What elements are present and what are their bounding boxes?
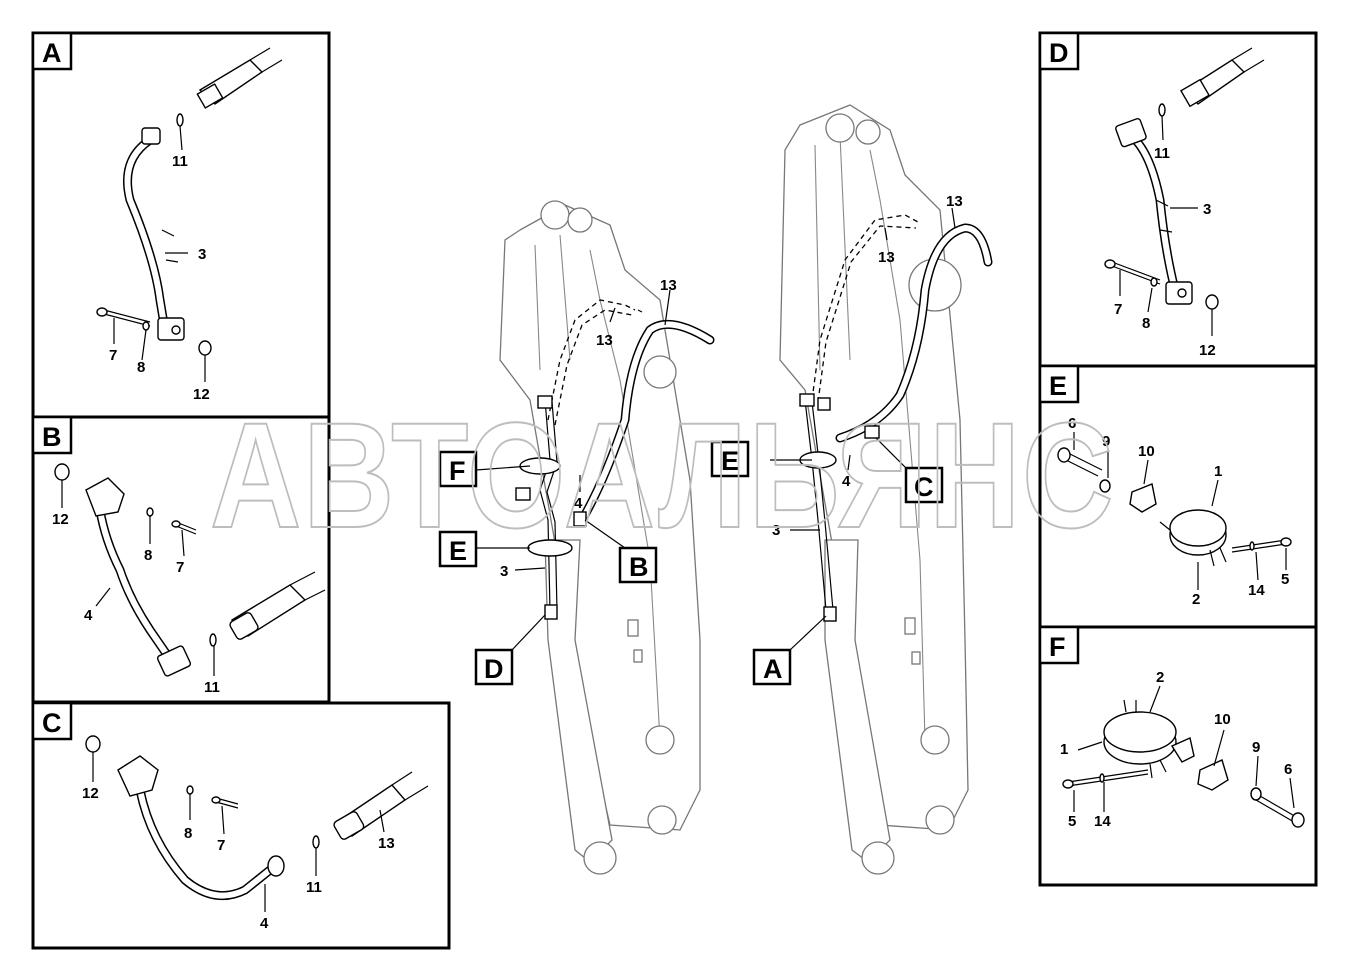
detail-f-tag: F — [1049, 632, 1066, 662]
callout-a-label: A — [763, 654, 783, 684]
part-11-label: 11 — [204, 679, 220, 696]
part-12-label: 12 — [1199, 342, 1216, 359]
part-10-label: 10 — [1138, 443, 1155, 460]
callout-e-label: E — [721, 446, 739, 476]
boom-left-callouts: F E B D 13 13 4 3 — [438, 277, 677, 686]
detail-e-tag: E — [1049, 371, 1067, 401]
part-6-label: 6 — [1284, 761, 1292, 778]
part-13-label: 13 — [878, 249, 895, 266]
part-7-label: 7 — [217, 837, 225, 854]
part-4-label: 4 — [574, 495, 583, 512]
part-12-label: 12 — [82, 785, 99, 802]
detail-d-panel: D 11 3 7 8 12 — [1038, 31, 1318, 368]
part-9-label: 9 — [1252, 739, 1260, 756]
part-2-label: 2 — [1192, 591, 1200, 608]
part-7-label: 7 — [109, 347, 117, 364]
part-11-label: 11 — [1154, 145, 1170, 162]
detail-a-panel: A 11 3 7 8 12 — [31, 31, 331, 419]
boom-leaders — [475, 207, 956, 651]
callout-e-label: E — [449, 536, 467, 566]
part-6-label: 6 — [1068, 415, 1076, 432]
part-7-label: 7 — [176, 559, 184, 576]
boom-right-illustration — [779, 104, 993, 875]
part-3-label: 3 — [772, 522, 780, 539]
detail-c-panel: C 12 8 7 11 13 4 — [31, 701, 451, 950]
part-8-label: 8 — [137, 359, 145, 376]
boom-left-illustration — [499, 200, 715, 875]
part-4-label: 4 — [84, 607, 93, 624]
part-3-label: 3 — [1203, 201, 1211, 218]
callout-c-label: C — [914, 472, 934, 502]
part-8-label: 8 — [1142, 315, 1150, 332]
part-12-label: 12 — [52, 511, 69, 528]
part-14-label: 14 — [1094, 813, 1111, 830]
part-1-label: 1 — [1214, 463, 1222, 480]
part-7-label: 7 — [1114, 301, 1122, 318]
callout-f-label: F — [449, 456, 466, 486]
callout-d-label: D — [484, 654, 504, 684]
part-8-label: 8 — [144, 547, 152, 564]
part-12-label: 12 — [193, 386, 210, 403]
part-9-label: 9 — [1102, 433, 1110, 450]
part-11-label: 11 — [306, 879, 322, 896]
part-4-label: 4 — [842, 473, 851, 490]
boom-right-callouts: E C A 13 13 4 3 — [710, 193, 963, 686]
part-13-label: 13 — [946, 193, 963, 210]
part-1-label: 1 — [1060, 741, 1068, 758]
detail-c-tag: C — [42, 708, 62, 738]
part-11-label: 11 — [172, 153, 188, 170]
part-10-label: 10 — [1214, 711, 1231, 728]
part-5-label: 5 — [1068, 813, 1076, 830]
detail-f-panel: F 2 10 1 9 6 5 14 — [1038, 625, 1318, 887]
part-13-label: 13 — [378, 835, 395, 852]
detail-a-tag: A — [42, 38, 62, 68]
part-13-label: 13 — [596, 332, 613, 349]
part-13-label: 13 — [660, 277, 677, 294]
detail-d-tag: D — [1049, 38, 1069, 68]
part-3-label: 3 — [500, 563, 508, 580]
part-14-label: 14 — [1248, 582, 1265, 599]
detail-e-panel: E 6 9 10 1 2 14 5 — [1038, 364, 1318, 629]
part-2-label: 2 — [1156, 669, 1164, 686]
detail-b-tag: B — [42, 422, 62, 452]
part-8-label: 8 — [184, 825, 192, 842]
part-4-label: 4 — [260, 915, 269, 932]
part-3-label: 3 — [198, 246, 206, 263]
part-5-label: 5 — [1281, 571, 1289, 588]
detail-b-panel: B 12 8 7 4 11 — [31, 415, 331, 704]
callout-b-label: B — [629, 552, 649, 582]
watermark-text: АВТОАЛЬЯНС — [210, 391, 1115, 559]
